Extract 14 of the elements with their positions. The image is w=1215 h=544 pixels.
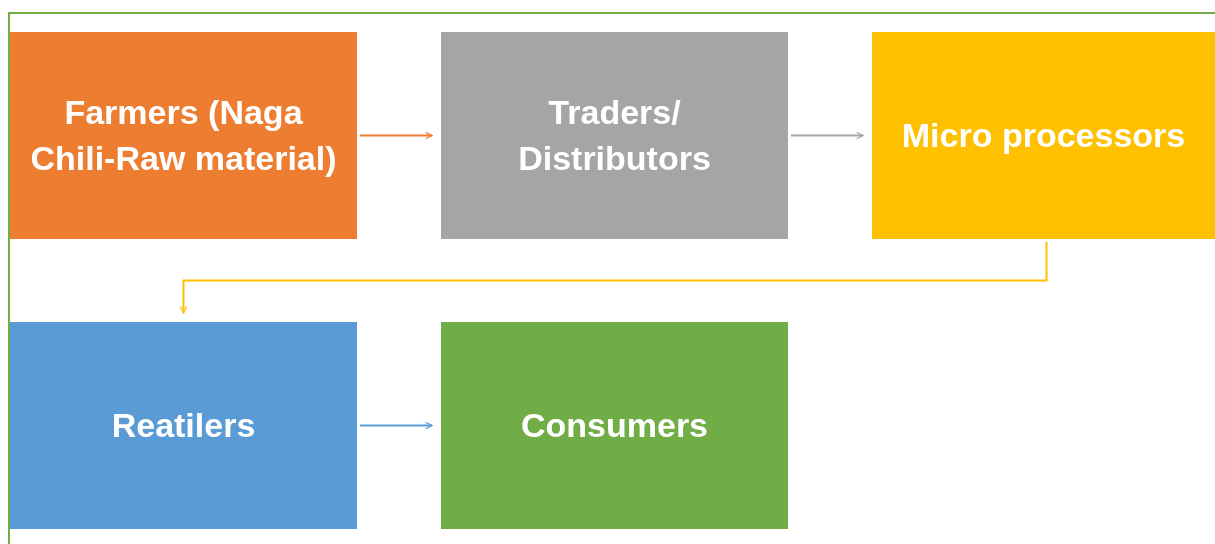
process-box — [441, 32, 788, 239]
box-label: Traders/ Distributors — [517, 91, 712, 179]
arrow — [359, 421, 433, 430]
box-label: Micro processors — [901, 114, 1186, 156]
process-box — [872, 32, 1215, 239]
arrow — [790, 131, 864, 140]
arrow — [359, 131, 433, 140]
arrow — [179, 241, 1048, 314]
process-box — [441, 322, 788, 529]
process-box — [10, 322, 357, 529]
box-label: Reatilers — [111, 404, 256, 446]
box-label: Consumers — [520, 404, 709, 446]
box-label: Farmers (Naga Chili-Raw material) — [29, 91, 338, 179]
process-box — [10, 32, 357, 239]
